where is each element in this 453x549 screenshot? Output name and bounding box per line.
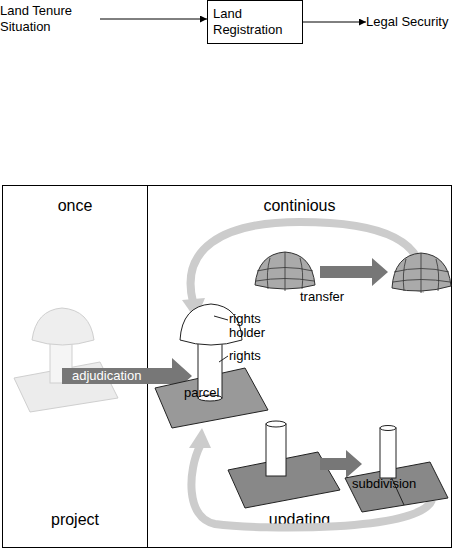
part-label: parcel <box>184 386 234 400</box>
text-node: Legal Security <box>366 14 453 30</box>
node-text: continious <box>148 197 451 215</box>
text-node: Land Tenure Situation <box>0 3 100 35</box>
stem-top <box>380 426 396 431</box>
dome-shape <box>255 252 315 289</box>
stem-shape <box>380 428 396 478</box>
parcel-after <box>345 426 448 513</box>
part-label: rights <box>229 349 279 363</box>
subdivision-arrow <box>320 450 362 478</box>
loop-arrowhead <box>189 428 211 448</box>
part-label: adjudication <box>72 369 152 383</box>
adjudication-arrow <box>62 358 192 394</box>
parcel-before <box>228 421 340 508</box>
flow-arrow <box>303 22 366 23</box>
leader-line <box>219 356 228 362</box>
ghost-cap <box>32 308 94 345</box>
phase-panel: continious updating <box>147 185 452 548</box>
part-label: transfer <box>300 290 360 304</box>
parcel-shape <box>345 462 448 512</box>
node-text: project <box>3 511 147 529</box>
flow-arrow <box>100 19 207 20</box>
node-text: once <box>3 197 147 215</box>
ghost-stem <box>50 335 72 383</box>
phase-panel: once project <box>2 185 148 548</box>
parcel-shape <box>155 368 268 428</box>
leader-line <box>214 316 228 320</box>
node-text: Land Tenure Situation <box>0 3 100 35</box>
part-label: rights holder <box>229 312 273 340</box>
node-text: updating <box>148 511 451 529</box>
loop-arrowhead <box>182 298 205 320</box>
dome-grid <box>393 253 450 293</box>
stem-top <box>266 421 286 427</box>
dome-grid <box>256 252 314 291</box>
dome-before <box>255 252 315 291</box>
part-label: subdivision <box>352 477 432 491</box>
ghost-mushroom <box>14 308 118 412</box>
node-text: Land Registration <box>213 6 297 38</box>
transfer-arrow <box>320 258 388 286</box>
node-text: Legal Security <box>366 14 453 30</box>
dome-after <box>392 253 451 293</box>
dome-shape <box>392 253 451 291</box>
parcel-shape <box>228 452 340 508</box>
stem-shape <box>266 424 286 476</box>
process-box: Land Registration <box>207 0 303 44</box>
